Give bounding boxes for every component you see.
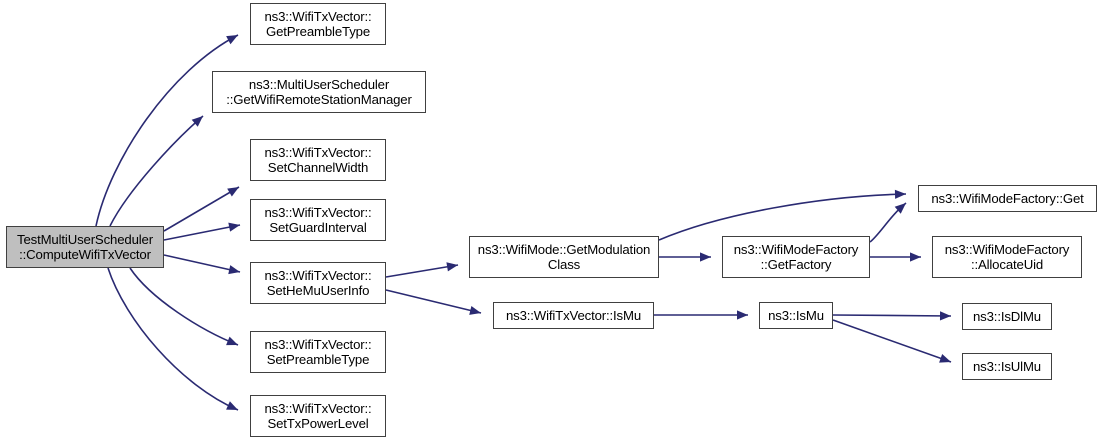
node-setchannelwidth[interactable]: ns3::WifiTxVector:: SetChannelWidth [250,139,386,181]
edge-sethemuuserinfo-to-wifitxvector_ismu [385,289,482,314]
edge-ns3_ismu-to-isdlmu [832,314,952,317]
edge-root-to-settxpowerlevel [107,267,239,411]
node-settxpowerlevel[interactable]: ns3::WifiTxVector:: SetTxPowerLevel [250,395,386,437]
arrowhead-getmodulationclass-to-wifimodefactory_get [894,189,906,199]
edge-root-to-setguardinterval [163,224,241,241]
node-isdlmu[interactable]: ns3::IsDlMu [962,303,1052,330]
arrowhead-getmodulationclass-to-getfactory [700,252,711,262]
arrowhead-root-to-setguardinterval [228,222,240,232]
node-getmodulationclass[interactable]: ns3::WifiMode::GetModulation Class [469,236,659,278]
edge-sethemuuserinfo-to-getmodulationclass [385,264,459,278]
node-getfactory[interactable]: ns3::WifiModeFactory ::GetFactory [722,236,870,278]
arrowhead-getfactory-to-wifimodefactory_get [894,203,906,214]
arrowhead-root-to-sethemuuserinfo [228,265,240,275]
edge-root-to-getwifiremotestationmanager [109,115,204,227]
node-getpreambletype[interactable]: ns3::WifiTxVector:: GetPreambleType [250,3,386,45]
arrowhead-wifitxvector_ismu-to-ns3_ismu [737,310,748,320]
edge-root-to-setchannelwidth [163,186,240,232]
arrowhead-root-to-getpreambletype [226,35,238,45]
edge-root-to-setpreambletype [129,267,239,346]
arrowhead-root-to-getwifiremotestationmanager [191,116,203,127]
node-allocateuid[interactable]: ns3::WifiModeFactory ::AllocateUid [932,236,1082,278]
arrowhead-root-to-setchannelwidth [227,187,239,197]
node-wifitxvector_ismu[interactable]: ns3::WifiTxVector::IsMu [493,302,654,329]
arrowhead-sethemuuserinfo-to-wifitxvector_ismu [469,305,481,315]
node-getwifiremotestationmanager[interactable]: ns3::MultiUserScheduler ::GetWifiRemoteS… [212,71,426,113]
arrowhead-root-to-setpreambletype [226,336,238,346]
node-setpreambletype[interactable]: ns3::WifiTxVector:: SetPreambleType [250,331,386,373]
arrowhead-getfactory-to-allocateuid [910,252,921,262]
node-setguardinterval[interactable]: ns3::WifiTxVector:: SetGuardInterval [250,199,386,241]
edge-root-to-sethemuuserinfo [163,254,241,273]
node-ns3_ismu[interactable]: ns3::IsMu [759,302,833,329]
node-sethemuuserinfo[interactable]: ns3::WifiTxVector:: SetHeMuUserInfo [250,262,386,304]
node-wifimodefactory_get[interactable]: ns3::WifiModeFactory::Get [918,185,1097,212]
edges-group [95,34,952,411]
edge-getmodulationclass-to-wifimodefactory_get [658,193,907,241]
arrowhead-root-to-settxpowerlevel [226,401,238,410]
arrowhead-ns3_ismu-to-isulmu [939,353,951,363]
arrowhead-sethemuuserinfo-to-getmodulationclass [446,262,458,272]
arrowhead-ns3_ismu-to-isdlmu [939,311,951,321]
node-isulmu[interactable]: ns3::IsUlMu [962,353,1052,380]
edge-ns3_ismu-to-isulmu [832,319,952,363]
edge-root-to-getpreambletype [95,34,239,227]
node-root[interactable]: TestMultiUserScheduler ::ComputeWifiTxVe… [6,226,164,268]
